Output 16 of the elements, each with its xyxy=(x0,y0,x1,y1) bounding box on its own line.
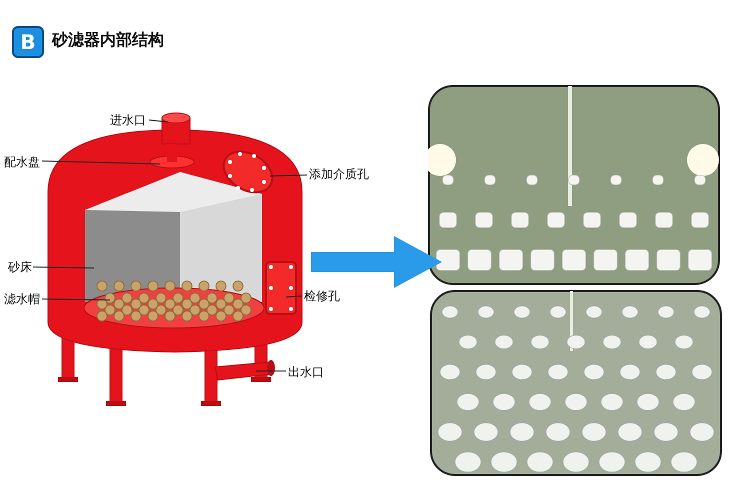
leader-line xyxy=(286,296,302,298)
part-label: 进水口 xyxy=(110,112,146,129)
part-label: 出水口 xyxy=(288,364,324,381)
leader-line xyxy=(42,298,110,300)
leader-line xyxy=(42,160,160,164)
part-label: 添加介质孔 xyxy=(309,166,369,183)
part-label: 配水盘 xyxy=(4,154,40,171)
leader-line xyxy=(148,120,168,122)
part-label: 砂床 xyxy=(8,259,32,276)
part-label: 检修孔 xyxy=(304,288,340,305)
part-label: 滤水帽 xyxy=(4,291,40,308)
section-badge: B xyxy=(12,26,44,58)
diagram-title: 砂滤器内部结构 xyxy=(52,30,164,51)
leader-line xyxy=(32,266,94,268)
leader-line xyxy=(256,370,286,372)
arrow xyxy=(311,236,442,288)
